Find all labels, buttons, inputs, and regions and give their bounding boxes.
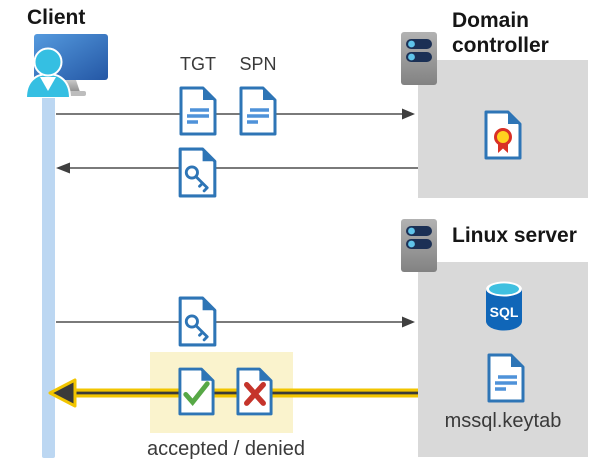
- monitor-user-icon: [24, 34, 108, 98]
- keytab-label: mssql.keytab: [444, 410, 562, 432]
- response-arrow-from-dc: [56, 162, 418, 174]
- server-tower-icon: [401, 219, 437, 272]
- tgt-ticket-icon: [179, 86, 217, 136]
- request-arrow-to-dc: [56, 108, 415, 120]
- keytab-file-icon: [487, 353, 525, 403]
- certificate-icon: [484, 110, 522, 160]
- client-lifeline: [42, 90, 55, 458]
- linux-server-title: Linux server: [452, 224, 577, 247]
- spn-ticket-icon: [239, 86, 277, 136]
- ticket-arrow-to-linux: [56, 316, 415, 328]
- tgt-label: TGT: [180, 54, 216, 74]
- client-title: Client: [27, 6, 86, 29]
- cross-file-icon: [236, 367, 273, 416]
- server-tower-icon: [401, 32, 437, 85]
- spn-label: SPN: [239, 54, 277, 74]
- result-label: accepted / denied: [147, 438, 305, 460]
- key-file-icon: [178, 147, 217, 198]
- key-file-icon: [178, 296, 217, 347]
- sql-database-icon: SQL: [486, 281, 522, 331]
- sql-label: SQL: [490, 304, 519, 320]
- domain-controller-title: Domain controller: [452, 9, 549, 57]
- check-file-icon: [178, 367, 215, 416]
